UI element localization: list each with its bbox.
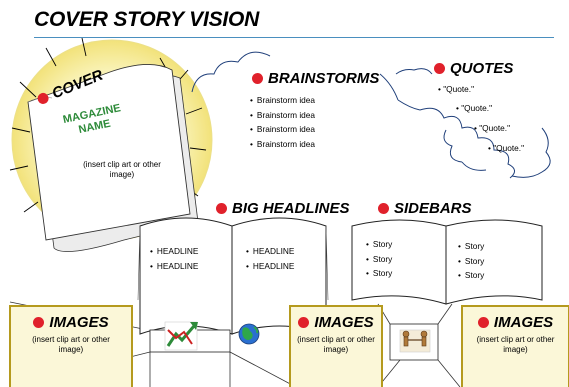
brainstorms-bullet-dot [252,73,263,84]
quote-item: • "Quote." [438,84,475,94]
images-bullet-dot [477,317,489,328]
images-bullet-dot [33,317,45,328]
quote-item: • "Quote." [474,123,511,133]
images-box-2: IMAGES (insert clip art or other image) [290,314,382,355]
quote-text: "Quote." [461,103,493,113]
sidebars-right-list: Story Story Story [458,239,484,283]
big-headlines-bullet-dot [216,203,227,214]
images-label: IMAGES [493,314,554,331]
headlines-right-list: HEADLINE HEADLINE [246,244,295,274]
quotes-heading: QUOTES [434,60,513,77]
images-label: IMAGES [49,314,109,331]
list-item: Story [366,237,392,252]
list-item: Brainstorm idea [250,93,315,108]
list-item: Story [366,252,392,267]
quote-item: • "Quote." [456,103,493,113]
globe-icon [238,323,260,345]
quote-text: "Quote." [479,123,511,133]
big-headlines-heading: BIG HEADLINES [216,200,350,217]
images-box-1: IMAGES (insert clip art or other image) [12,314,130,355]
list-item: HEADLINE [246,259,295,274]
images-heading: IMAGES [12,314,130,331]
list-item: Brainstorm idea [250,137,315,152]
quotes-label: QUOTES [450,60,514,77]
images-heading: IMAGES [290,314,382,331]
images-bullet-dot [298,317,310,328]
sidebars-heading: SIDEBARS [378,200,472,217]
images-heading: IMAGES [462,314,569,331]
list-item: Brainstorm idea [250,108,315,123]
images-box-3: IMAGES (insert clip art or other image) [462,314,569,355]
list-item: Brainstorm idea [250,122,315,137]
brainstorm-cloud [191,51,421,111]
magazine-cover-shape [27,64,199,252]
quotes-bullet-dot [434,63,445,74]
quote-item: • "Quote." [488,143,525,153]
list-item: Story [458,268,484,283]
quote-text: "Quote." [493,143,525,153]
quote-clouds [395,68,551,179]
images-caption: (insert clip art or other image) [476,335,555,354]
brainstorms-label: BRAINSTORMS [268,70,380,87]
images-caption: (insert clip art or other image) [32,335,110,354]
page-title: COVER STORY VISION [34,8,260,31]
images-caption: (insert clip art or other image) [297,335,375,354]
list-item: HEADLINE [150,259,199,274]
list-item: HEADLINE [150,244,199,259]
quote-text: "Quote." [443,84,475,94]
title-rule [34,37,554,38]
list-item: Story [366,266,392,281]
headlines-left-list: HEADLINE HEADLINE [150,244,199,274]
chart-icon [164,321,198,351]
people-icon [399,329,431,353]
cover-caption: (insert clip art or other image) [83,160,161,179]
sidebars-label: SIDEBARS [394,200,472,217]
brainstorms-heading: BRAINSTORMS [252,70,379,87]
list-item: HEADLINE [246,244,295,259]
sidebars-bullet-dot [378,203,389,214]
list-item: Story [458,239,484,254]
brainstorms-list: Brainstorm idea Brainstorm idea Brainsto… [250,93,315,151]
list-item: Story [458,254,484,269]
images-label: IMAGES [314,314,374,331]
big-headlines-label: BIG HEADLINES [232,200,350,217]
sidebars-left-list: Story Story Story [366,237,392,281]
